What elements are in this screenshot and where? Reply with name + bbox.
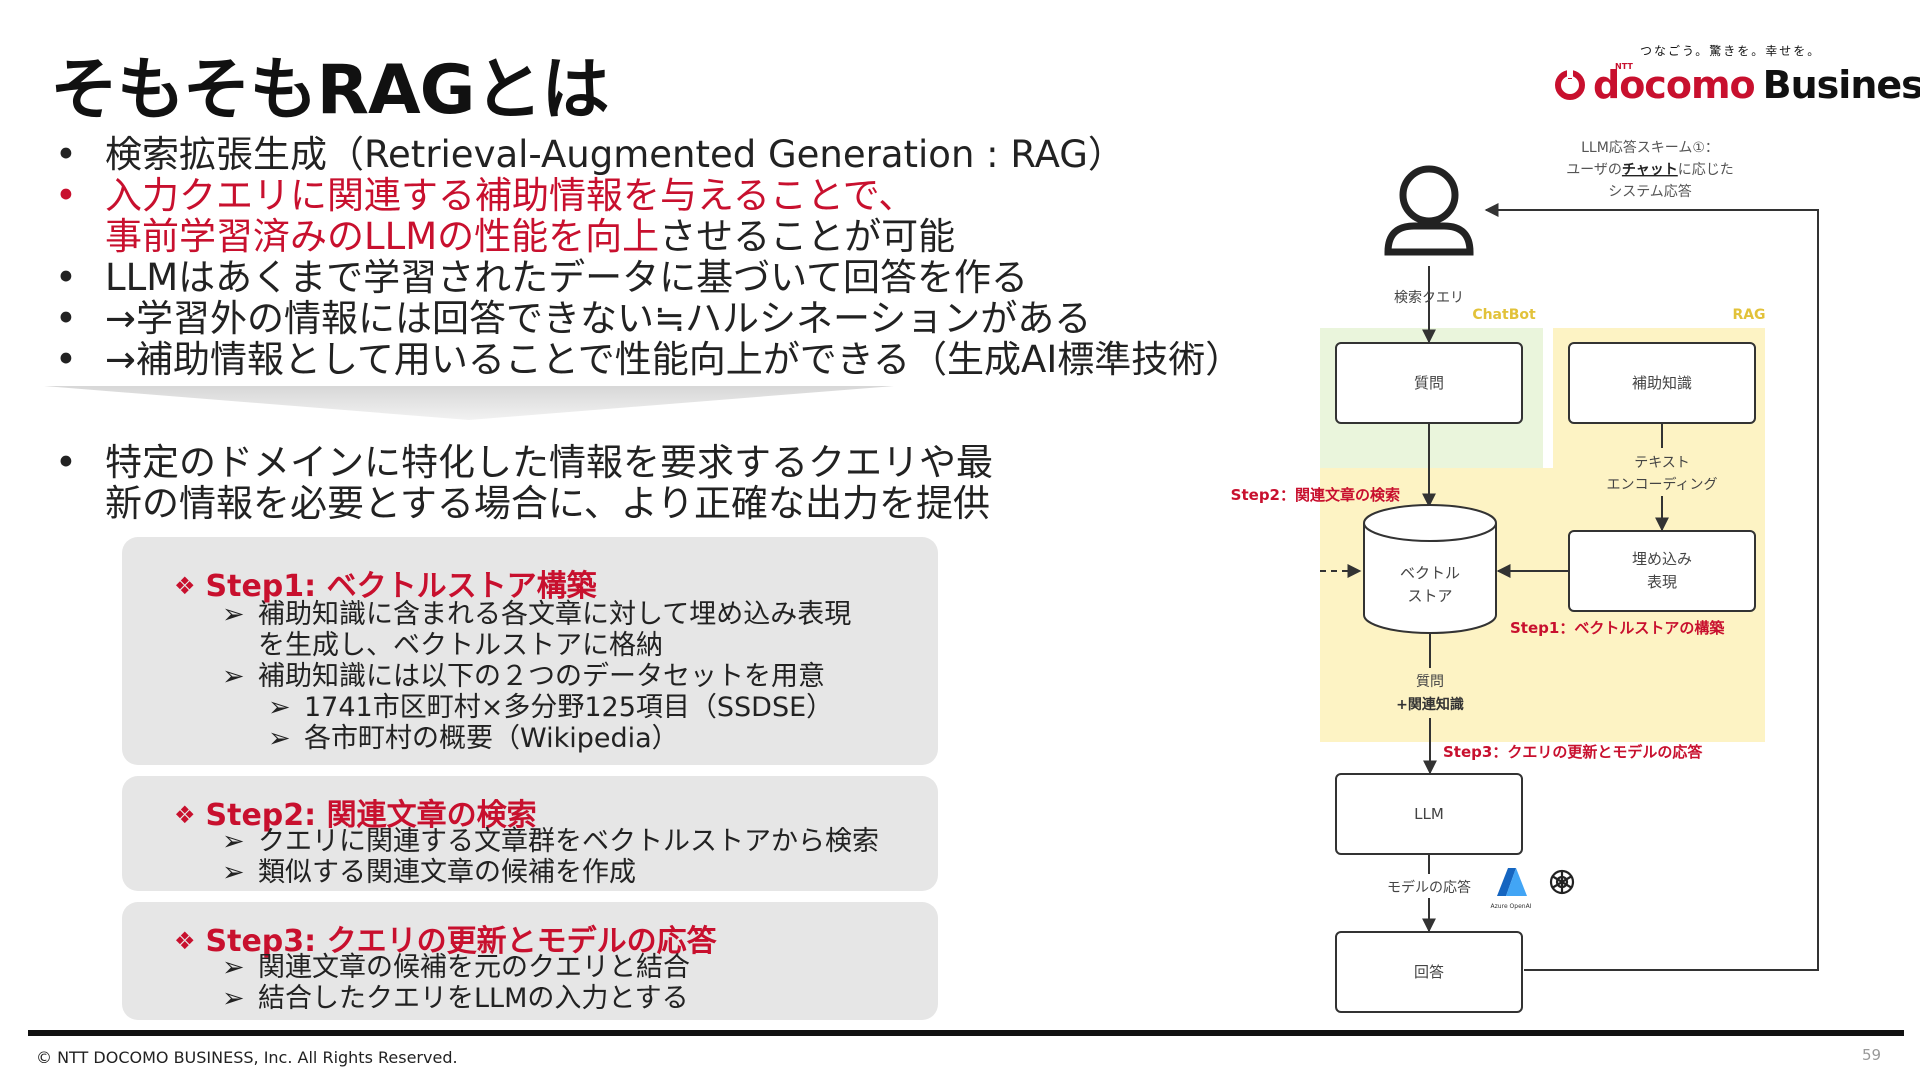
arrow-bullet-icon: ➢ [222, 952, 245, 983]
step1-item-continuation: を生成し、ベクトルストアに格納 [258, 630, 663, 661]
user-icon [1384, 165, 1474, 256]
ntt-mark: NTT [1615, 62, 1633, 71]
scheme-title-line1: LLM応答スキーム①： [1581, 139, 1719, 156]
step1-item: ➢補助知識には以下の２つのデータセットを用意 [222, 661, 825, 692]
arrow-bullet-icon: ➢ [222, 983, 245, 1014]
aux-knowledge-label: 補助知識 [1632, 374, 1692, 392]
bullet-item: •入力クエリに関連する補助情報を与えることで、 [55, 174, 916, 217]
bullet-list-top: •検索拡張生成（Retrieval-Augmented Generation :… [55, 134, 1242, 380]
bullet-item: •→補助情報として用いることで性能向上ができる（生成AI標準技術） [55, 338, 1243, 381]
page-title: そもそもRAGとは [50, 51, 609, 130]
bullet-item: •LLMはあくまで学習されたデータに基づいて回答を作る [55, 256, 1029, 299]
page-number: 59 [1862, 1046, 1882, 1064]
step1-diagram-label: Step1：ベクトルストアの構築 [1510, 619, 1725, 637]
answer-node-label: 回答 [1414, 963, 1444, 981]
bullet-item-continuation: 事前学習済みのLLMの性能を向上させることが可能 [105, 215, 956, 258]
vector-store-label-1: ベクトル [1400, 564, 1460, 582]
step1-item: ➢補助知識に含まれる各文章に対して埋め込み表現 [222, 599, 852, 630]
rag-label: RAG [1732, 307, 1765, 323]
step1-title: ❖Step1: ベクトルストア構築 [174, 569, 597, 604]
step2-panel: ❖Step2: 関連文章の検索 ➢クエリに関連する文章群をベクトルストアから検索… [122, 776, 938, 891]
embedding-label-1: 埋め込み [1632, 550, 1692, 568]
arrow-bullet-icon: ➢ [268, 692, 291, 723]
model-response-label: モデルの応答 [1387, 879, 1471, 896]
step3-title: ❖Step3: クエリの更新とモデルの応答 [174, 924, 717, 959]
q-plus-label-2: +関連知識 [1396, 696, 1464, 713]
bullet-item-continuation: 新の情報を必要とする場合に、より正確な出力を提供 [105, 482, 991, 525]
step3-item: ➢関連文章の候補を元のクエリと結合 [222, 952, 690, 983]
step2-title: ❖Step2: 関連文章の検索 [174, 798, 537, 833]
brand-tagline: つなごう。驚きを。幸せを。 [1640, 44, 1822, 58]
question-node-label: 質問 [1414, 374, 1444, 392]
vector-store-label-2: ストア [1407, 587, 1452, 605]
step3-item: ➢結合したクエリをLLMの入力とする [222, 983, 689, 1014]
q-plus-label-1: 質問 [1416, 674, 1444, 690]
rag-diagram: LLM応答スキーム①： ユーザのチャットに応じた システム応答 検索クエリ Ch… [1231, 139, 1819, 1013]
bullet-item: •検索拡張生成（Retrieval-Augmented Generation :… [55, 133, 1125, 176]
bullet-item: •→学習外の情報には回答できない≒ハルシネーションがある [55, 297, 1092, 340]
step1-panel: ❖Step1: ベクトルストア構築 ➢補助知識に含まれる各文章に対して埋め込み表… [122, 537, 938, 765]
footer-divider [28, 1030, 1904, 1036]
azure-openai-label: Azure OpenAI [1491, 903, 1532, 910]
step3-panel: ❖Step3: クエリの更新とモデルの応答 ➢関連文章の候補を元のクエリと結合 … [122, 902, 938, 1020]
step2-item: ➢クエリに関連する文章群をベクトルストアから検索 [222, 826, 879, 857]
docomo-business-logo: NTT docomo Business [1555, 60, 1920, 110]
step1-subitem: ➢1741市区町村×多分野125項目（SSDSE） [268, 692, 834, 723]
logo-business-text: Business [1762, 63, 1920, 107]
diamond-bullet-icon: ❖ [174, 927, 196, 955]
embedding-node [1568, 530, 1756, 612]
step2-item: ➢類似する関連文章の候補を作成 [222, 857, 636, 888]
text-encoding-label-2: エンコーディング [1606, 476, 1717, 493]
docomo-ring-icon [1555, 68, 1585, 100]
scheme-title-line2: ユーザのチャットに応じた [1566, 162, 1734, 178]
chevron-down-divider [44, 386, 894, 420]
vector-store-node [1363, 504, 1497, 634]
step2-diagram-label: Step2：関連文章の検索 [1231, 486, 1400, 504]
scheme-title-line3: システム応答 [1608, 183, 1692, 200]
openai-icon [1549, 869, 1575, 895]
text-encoding-label-1: テキスト [1634, 455, 1690, 471]
step1-subitem: ➢各市町村の概要（Wikipedia） [268, 723, 679, 754]
diamond-bullet-icon: ❖ [174, 801, 196, 829]
embedding-label-2: 表現 [1647, 573, 1677, 591]
bullet-item: •特定のドメインに特化した情報を要求するクエリや最 [55, 441, 993, 484]
azure-icon [1497, 868, 1527, 896]
chatbot-label: ChatBot [1472, 307, 1536, 323]
logo-docomo-text: docomo [1593, 63, 1756, 107]
copyright-text: © NTT DOCOMO BUSINESS, Inc. All Rights R… [36, 1048, 458, 1067]
arrow-bullet-icon: ➢ [268, 723, 291, 754]
answer-node [1335, 931, 1523, 1013]
diamond-bullet-icon: ❖ [174, 572, 196, 600]
arrow-bullet-icon: ➢ [222, 857, 245, 888]
bullet-list-mid: •特定のドメインに特化した情報を要求するクエリや最 新の情報を必要とする場合に、… [55, 442, 993, 524]
arrow-bullet-icon: ➢ [222, 826, 245, 857]
llm-node-label: LLM [1414, 805, 1444, 823]
arrow-bullet-icon: ➢ [222, 599, 245, 630]
search-query-label: 検索クエリ [1394, 289, 1464, 306]
step3-diagram-label: Step3：クエリの更新とモデルの応答 [1443, 743, 1703, 761]
feedback-loop-arrow [1484, 203, 1819, 971]
arrow-bullet-icon: ➢ [222, 661, 245, 692]
